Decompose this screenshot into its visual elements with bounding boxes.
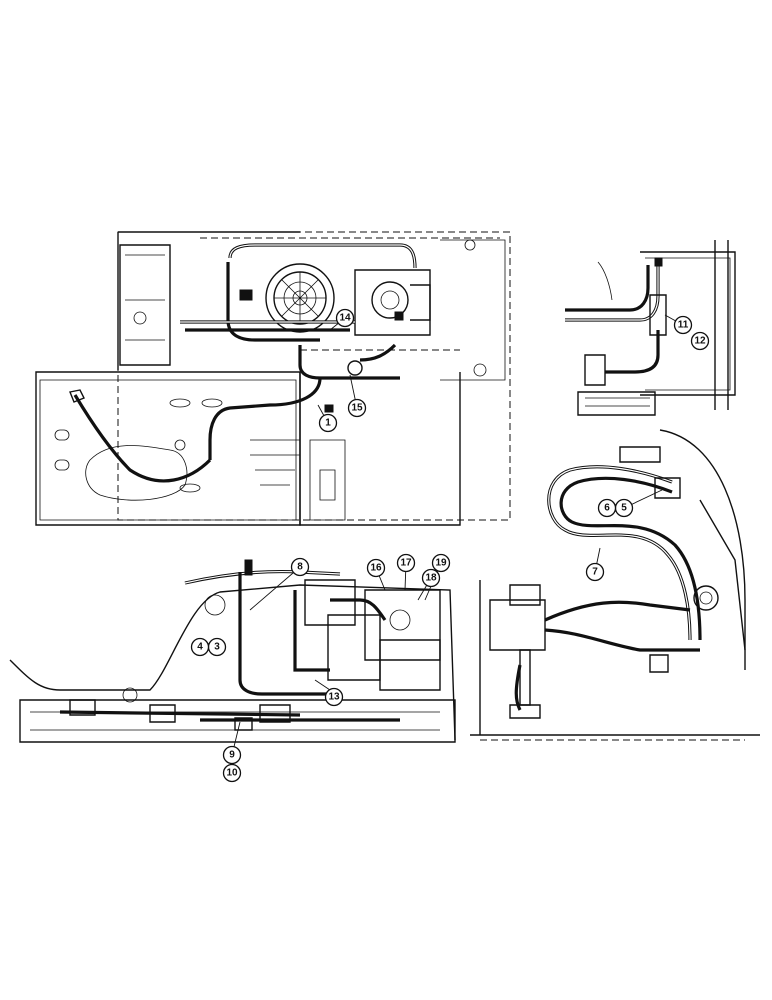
- callout-number: 8: [297, 562, 303, 573]
- callout-10: 10: [222, 763, 242, 783]
- callout-number: 1: [325, 418, 331, 429]
- callout-number: 13: [328, 692, 340, 703]
- callout-number: 3: [214, 642, 220, 653]
- side-view-left-frame: [9, 559, 456, 743]
- callout-number: 10: [226, 768, 238, 779]
- callout-number: 15: [351, 403, 363, 414]
- callout-number: 4: [197, 642, 203, 653]
- callout-number: 11: [678, 320, 689, 331]
- callout-number: 17: [400, 558, 412, 569]
- callout-number: 6: [604, 503, 610, 514]
- callout-9: 9: [222, 745, 242, 765]
- callout-7: 7: [585, 562, 605, 582]
- callout-18: 18: [421, 568, 441, 588]
- callout-number: 9: [229, 750, 235, 761]
- callout-number: 18: [425, 573, 437, 584]
- callout-number: 5: [621, 503, 627, 514]
- callout-17: 17: [396, 553, 416, 573]
- callout-19: 19: [431, 553, 451, 573]
- callout-1: 1: [318, 413, 338, 433]
- side-view-right-frame: [470, 429, 760, 741]
- callout-8: 8: [290, 557, 310, 577]
- detail-view-frame: [565, 240, 736, 416]
- callout-number: 19: [435, 558, 447, 569]
- callout-16: 16: [366, 558, 386, 578]
- callout-3: 3: [207, 637, 227, 657]
- plan-view-frame: [35, 231, 511, 526]
- callout-number: 14: [339, 313, 351, 324]
- callout-5: 5: [614, 498, 634, 518]
- callout-14: 14: [335, 308, 355, 328]
- callout-12: 12: [690, 331, 710, 351]
- callout-number: 12: [694, 336, 706, 347]
- callout-number: 7: [592, 567, 598, 578]
- callout-15: 15: [347, 398, 367, 418]
- callout-number: 16: [370, 563, 382, 574]
- callout-4: 4: [190, 637, 210, 657]
- callout-6: 6: [597, 498, 617, 518]
- callout-13: 13: [324, 687, 344, 707]
- callout-11: 11: [673, 315, 693, 335]
